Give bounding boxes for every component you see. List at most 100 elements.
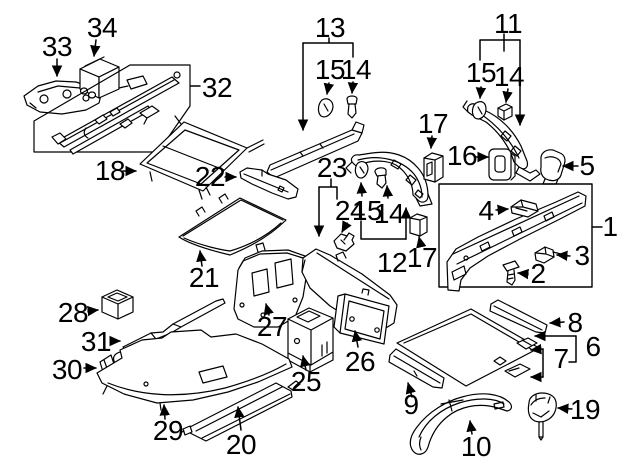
part-21-drawing <box>179 194 286 255</box>
part-14-clip-b <box>498 104 512 120</box>
leader-25 <box>300 355 311 370</box>
leader-8 <box>549 317 564 328</box>
part-28-drawing <box>102 290 133 319</box>
part-15-clip-a <box>318 99 333 117</box>
leader-17a <box>426 136 438 149</box>
leader-4 <box>496 204 509 216</box>
part-6-mat-drawing <box>397 309 539 386</box>
leader-26 <box>351 330 363 347</box>
part-17-clip-b <box>410 214 427 236</box>
part-22-drawing <box>240 168 298 199</box>
part-19-knob-drawing <box>528 393 556 440</box>
leader-14a <box>347 82 359 94</box>
leader-10 <box>466 420 477 434</box>
leader-29 <box>159 404 170 419</box>
callout-32: 32 <box>201 72 233 103</box>
part-3-clip-drawing <box>535 247 561 263</box>
leader-19 <box>557 403 572 414</box>
callout-leaders <box>51 34 602 434</box>
callout-14-c: 14 <box>373 198 405 229</box>
callout-24: 24 <box>334 195 366 226</box>
bracket-12 <box>361 221 406 239</box>
callout-34: 34 <box>86 12 118 43</box>
part-9-drawing <box>389 349 444 388</box>
bracket-23 <box>319 179 337 199</box>
part-7-patch-drawing <box>505 364 530 377</box>
callout-4: 4 <box>478 195 494 226</box>
leader-24 <box>342 220 352 233</box>
part-1-drawing <box>447 192 586 291</box>
part-2-pin-drawing <box>503 261 519 285</box>
bracket-6 <box>569 336 576 362</box>
part-15-clip-c <box>355 162 368 178</box>
part-16-grommet <box>489 149 515 180</box>
callout-6: 6 <box>585 331 601 362</box>
callout-31: 31 <box>80 326 112 357</box>
leader-28 <box>87 305 99 317</box>
callout-15-c: 15 <box>351 195 383 226</box>
part-12-drawing <box>346 152 432 206</box>
callout-19: 19 <box>569 394 601 425</box>
part-17-clip-a <box>424 153 443 182</box>
callout-9: 9 <box>403 389 419 420</box>
part-14-pin-a <box>347 96 357 118</box>
callout-14-b: 14 <box>493 61 525 92</box>
part-10-drawing <box>410 394 511 454</box>
part-24-clip <box>334 233 354 251</box>
callout-26: 26 <box>344 346 376 377</box>
part-32-drawing <box>34 65 190 154</box>
leader-34 <box>90 40 101 57</box>
callout-15-b: 15 <box>465 57 497 88</box>
callout-25: 25 <box>290 366 322 397</box>
bracket-13 <box>303 38 353 57</box>
callout-7: 7 <box>553 343 569 374</box>
leader-27 <box>263 303 274 315</box>
callout-27: 27 <box>256 311 288 342</box>
leader-9 <box>405 382 416 397</box>
leader-20 <box>234 406 245 430</box>
callout-18: 18 <box>94 155 126 186</box>
leader-2 <box>517 268 529 280</box>
leader-17b <box>416 236 427 249</box>
callout-30: 30 <box>51 354 83 385</box>
callout-2: 2 <box>530 258 546 289</box>
part-18-drawing <box>140 116 264 199</box>
callout-17-a: 17 <box>417 108 449 139</box>
leader-15c <box>356 182 368 196</box>
callout-22: 22 <box>194 161 226 192</box>
part-13-drawing <box>267 122 364 178</box>
callout-12: 12 <box>376 247 408 278</box>
part-14-pin-c <box>375 168 386 188</box>
callout-29: 29 <box>152 415 184 446</box>
part-5-cap <box>541 150 565 184</box>
leader-14b <box>502 89 513 103</box>
callout-16: 16 <box>446 140 478 171</box>
leader-15a <box>323 83 335 95</box>
callout-8: 8 <box>567 307 583 338</box>
callout-1: 1 <box>602 211 618 242</box>
callout-15-a: 15 <box>314 54 346 85</box>
part-25-drawing <box>288 308 333 372</box>
callout-10: 10 <box>460 431 492 462</box>
callout-5: 5 <box>579 150 595 181</box>
callout-21: 21 <box>188 262 220 293</box>
callout-33: 33 <box>41 31 73 62</box>
callout-17-b: 17 <box>406 242 438 273</box>
part-26-drawing <box>334 289 389 344</box>
callout-11: 11 <box>493 8 523 39</box>
part-4-drawing <box>511 200 538 217</box>
part-15-clip-b <box>472 102 486 119</box>
callout-3: 3 <box>574 240 590 271</box>
callout-28: 28 <box>57 297 89 328</box>
bracket-11 <box>480 34 520 60</box>
part-1-box <box>439 184 592 287</box>
leader-14c <box>382 185 394 198</box>
leader-7-top <box>530 343 543 355</box>
callout-13: 13 <box>314 12 346 43</box>
leader-21 <box>196 250 207 266</box>
part-34-drawing <box>80 57 119 98</box>
callout-14-a: 14 <box>340 54 372 85</box>
callout-23: 23 <box>316 152 348 183</box>
